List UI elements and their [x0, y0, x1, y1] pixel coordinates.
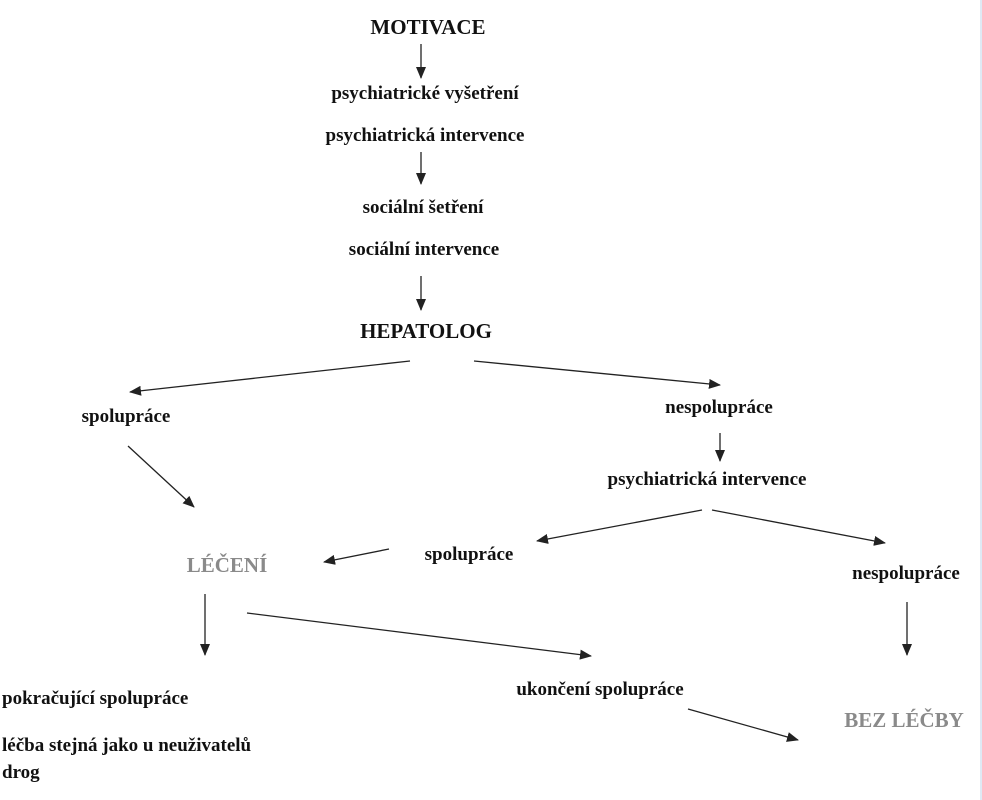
node-treatment: LÉČENÍ	[186, 553, 268, 577]
node-motivace: MOTIVACE	[370, 15, 486, 39]
node-cooperation-2: spolupráce	[424, 544, 514, 565]
node-non-cooperation-2: nespolupráce	[852, 563, 960, 584]
node-non-cooperation-1: nespolupráce	[665, 397, 773, 418]
node-no-treatment: BEZ LÉČBY	[844, 708, 964, 732]
arrow-psych-intervention-2-to-cooperation-2	[536, 509, 703, 544]
arrow-ended-cooperation-to-no-treatment	[687, 708, 799, 742]
node-same-treatment-line-1: léčba stejná jako u neuživatelů	[2, 735, 252, 756]
arrow-hepatolog-to-non-cooperation-1	[473, 360, 721, 389]
node-psychiatric-intervention-2: psychiatrická intervence	[607, 469, 807, 490]
node-same-treatment-line-2: drog	[2, 762, 40, 783]
arrow-psych-intervention-2-to-non-cooperation-2	[711, 509, 886, 546]
node-social-intervention: sociální intervence	[348, 239, 500, 260]
arrow-treatment-to-ended-cooperation	[246, 612, 592, 660]
arrow-hepatolog-to-cooperation-1	[129, 360, 411, 396]
node-continued-cooperation: pokračující spolupráce	[2, 688, 189, 709]
node-hepatolog: HEPATOLOG	[360, 319, 492, 343]
node-psychiatric-intervention-1: psychiatrická intervence	[325, 125, 525, 146]
node-ended-cooperation: ukončení spolupráce	[516, 679, 684, 700]
arrow-cooperation-1-to-treatment	[127, 445, 195, 508]
right-page-edge	[980, 0, 982, 800]
arrow-cooperation-2-to-treatment	[323, 548, 390, 565]
node-social-investigation: sociální šetření	[362, 197, 484, 218]
node-psychiatric-examination: psychiatrické vyšetření	[331, 83, 519, 104]
node-cooperation-1: spolupráce	[81, 406, 171, 427]
